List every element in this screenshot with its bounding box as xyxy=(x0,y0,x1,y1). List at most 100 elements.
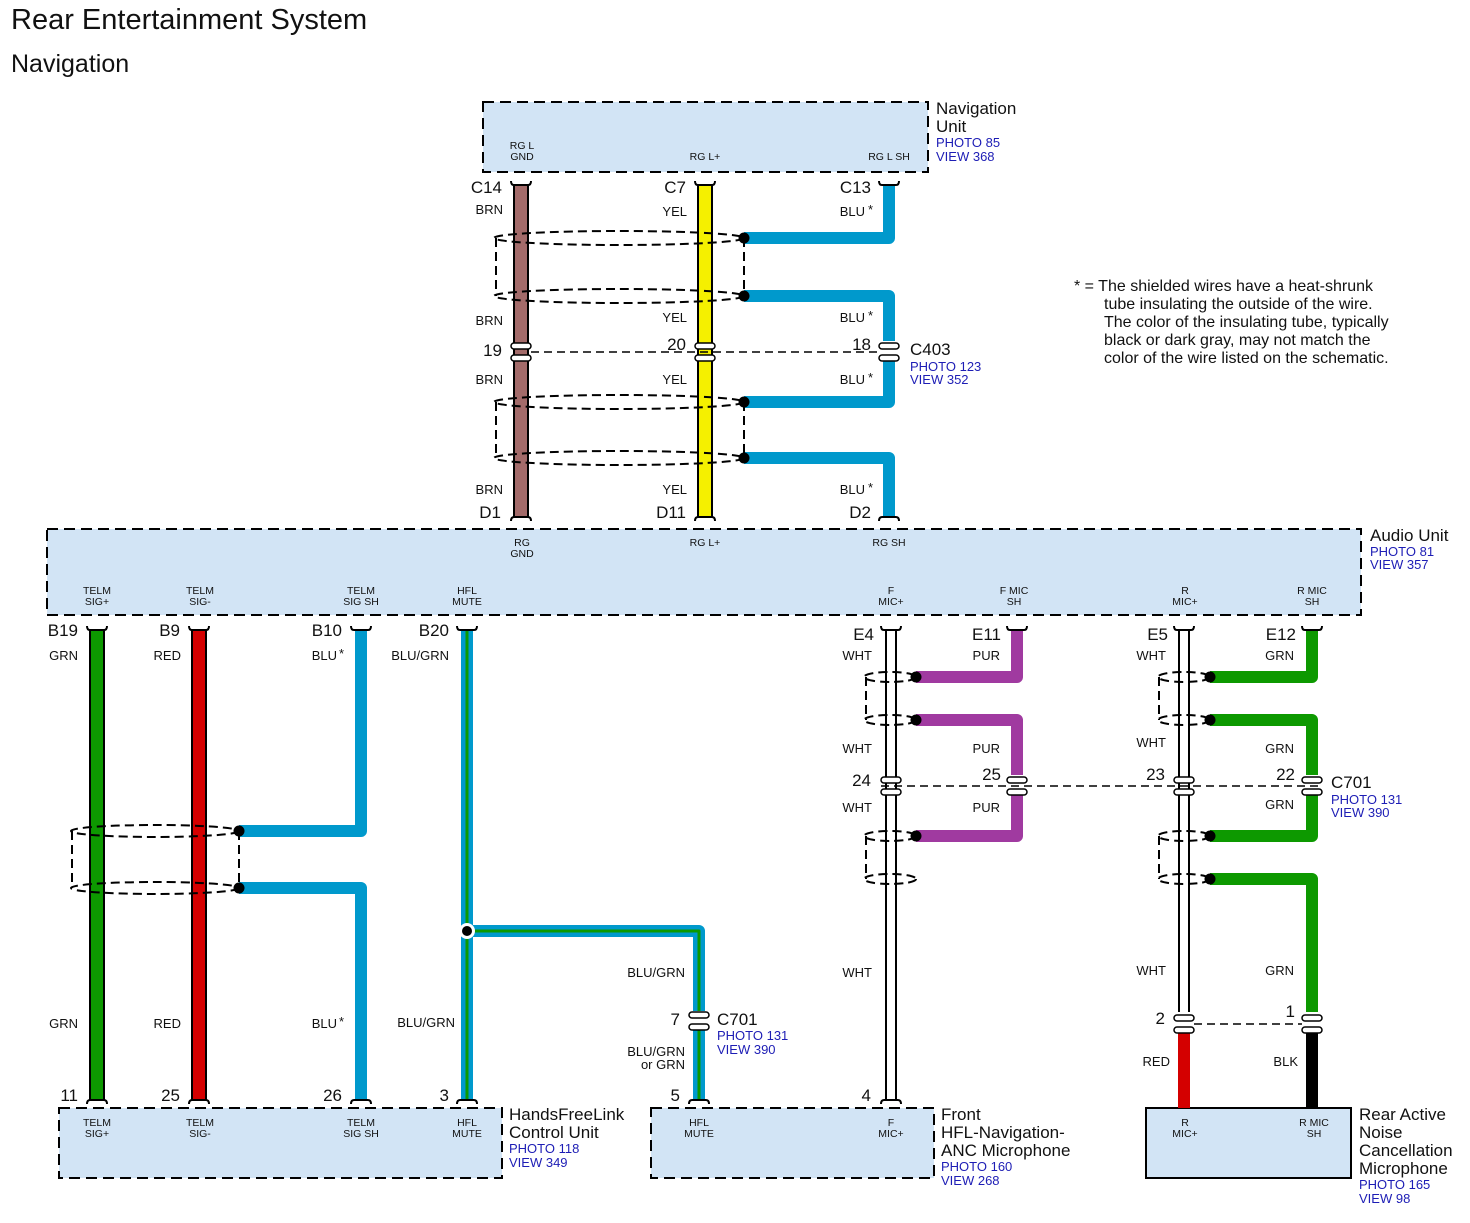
cavity-number: 11 xyxy=(60,1086,78,1105)
pin-label: MUTE xyxy=(452,1128,482,1140)
pin-label: TELM xyxy=(347,585,375,597)
component-name: HFL-Navigation- xyxy=(941,1123,1065,1142)
photo-ref[interactable]: PHOTO 160 xyxy=(941,1159,1012,1174)
cavity-number: D11 xyxy=(656,503,686,522)
pin-label: MIC+ xyxy=(1172,596,1197,608)
pin-label: F xyxy=(888,1117,894,1129)
photo-ref[interactable]: PHOTO 165 xyxy=(1359,1177,1430,1192)
cavity-number: 18 xyxy=(852,335,871,354)
wire-color-label: BLK xyxy=(1273,1054,1298,1069)
wire-blu-shield-top xyxy=(744,184,895,518)
wire-color-label: YEL xyxy=(662,204,687,219)
wire-color-label: BRN xyxy=(476,202,503,217)
view-ref[interactable]: VIEW 349 xyxy=(509,1155,568,1170)
wire-color-label: GRN xyxy=(1265,741,1294,756)
wire-color-label: BLU/GRN xyxy=(627,965,685,980)
pin-label: R xyxy=(1181,585,1189,597)
front-microphone-box[interactable] xyxy=(650,1107,935,1179)
pin-label: MIC+ xyxy=(878,1128,903,1140)
cavity-number: C14 xyxy=(471,178,502,197)
photo-ref[interactable]: PHOTO 131 xyxy=(717,1028,788,1043)
pin-label: SH xyxy=(1305,596,1320,608)
wire-color-label: BLU xyxy=(840,482,865,497)
wire-color-label: BLU xyxy=(312,648,337,663)
pin-label: TELM xyxy=(186,585,214,597)
cavity-number: D2 xyxy=(849,503,871,522)
component-name: Noise xyxy=(1359,1123,1402,1142)
photo-ref[interactable]: PHOTO 81 xyxy=(1370,544,1434,559)
wire-color-label: GRN xyxy=(1265,648,1294,663)
navigation-unit-box[interactable] xyxy=(482,101,929,173)
photo-ref[interactable]: PHOTO 123 xyxy=(910,359,981,374)
wire-color-label: WHT xyxy=(842,965,872,980)
hfl-control-unit-box[interactable] xyxy=(58,1107,503,1179)
pin-label: TELM xyxy=(83,1117,111,1129)
cavity-number: 24 xyxy=(852,771,871,790)
view-ref[interactable]: VIEW 368 xyxy=(936,149,995,164)
pin-label: SIG SH xyxy=(343,596,379,608)
shield-marker: * xyxy=(339,1014,344,1029)
wire-blu-grn xyxy=(461,629,705,1100)
view-ref[interactable]: VIEW 98 xyxy=(1359,1191,1410,1206)
pin-label: SIG- xyxy=(189,596,211,608)
component-name: Cancellation xyxy=(1359,1141,1453,1160)
connector-name[interactable]: C403 xyxy=(910,340,951,359)
wire-color-label: YEL xyxy=(662,310,687,325)
shield-note: * = The shielded wires have a heat-shrun… xyxy=(1074,278,1374,295)
connector-name[interactable]: C701 xyxy=(717,1010,758,1029)
pin-label: SIG+ xyxy=(85,1128,109,1140)
rear-microphone-box[interactable] xyxy=(1145,1107,1352,1179)
wire-color-label: RED xyxy=(154,1016,181,1031)
view-ref[interactable]: VIEW 268 xyxy=(941,1173,1000,1188)
view-ref[interactable]: VIEW 390 xyxy=(1331,805,1390,820)
terminal-caps xyxy=(510,180,900,522)
pin-label: HFL xyxy=(457,585,477,597)
pin-label: HFL xyxy=(457,1117,477,1129)
photo-ref[interactable]: PHOTO 85 xyxy=(936,135,1000,150)
wire-color-label: WHT xyxy=(1136,735,1166,750)
c701-mid-pins[interactable] xyxy=(688,1011,710,1031)
wire-color-label: GRN xyxy=(49,648,78,663)
cavity-number: B9 xyxy=(159,621,180,640)
shield-drain-dot xyxy=(738,232,750,464)
wire-color-label: WHT xyxy=(842,741,872,756)
wire-color-label: BLU xyxy=(840,204,865,219)
connector-name[interactable]: C701 xyxy=(1331,773,1372,792)
cavity-number: 5 xyxy=(671,1086,680,1105)
wire-color-label: BLU xyxy=(840,372,865,387)
view-ref[interactable]: VIEW 390 xyxy=(717,1042,776,1057)
cavity-number: 23 xyxy=(1146,765,1165,784)
pin-label: R xyxy=(1181,1117,1189,1129)
wire-color-label: RED xyxy=(1143,1054,1170,1069)
pin-label: HFL xyxy=(689,1117,709,1129)
audio-unit-box[interactable] xyxy=(46,528,1362,616)
wire-blu-shield-hfl xyxy=(239,629,367,1100)
cavity-number: E5 xyxy=(1147,625,1168,644)
pin-label: RG L+ xyxy=(690,537,721,549)
view-ref[interactable]: VIEW 357 xyxy=(1370,557,1429,572)
wire-color-label: BLU xyxy=(840,310,865,325)
pin-label: RG xyxy=(514,537,530,549)
wire-color-label: WHT xyxy=(842,800,872,815)
c403-pins xyxy=(510,342,900,362)
cavity-number: 7 xyxy=(671,1010,680,1029)
page-title: Rear Entertainment System xyxy=(11,4,368,36)
photo-ref[interactable]: PHOTO 131 xyxy=(1331,792,1402,807)
shield-marker: * xyxy=(868,202,873,217)
photo-ref[interactable]: PHOTO 118 xyxy=(509,1141,579,1156)
pin-label: R MIC xyxy=(1297,585,1327,597)
cavity-number: E11 xyxy=(972,625,1001,644)
view-ref[interactable]: VIEW 352 xyxy=(910,372,969,387)
wire-color-label: GRN xyxy=(1265,963,1294,978)
cavity-number: 1 xyxy=(1286,1002,1295,1021)
pin-label: R MIC xyxy=(1299,1117,1329,1129)
pin-label: MUTE xyxy=(684,1128,714,1140)
pin-label: RG L SH xyxy=(868,151,910,163)
shield-note: color of the wire listed on the schemati… xyxy=(1104,350,1389,367)
pin-label: RG L+ xyxy=(690,151,721,163)
wire-color-label: PUR xyxy=(973,800,1000,815)
pin-label: RG L xyxy=(510,140,535,152)
component-name: Front xyxy=(941,1105,981,1124)
component-name: Unit xyxy=(936,117,967,136)
